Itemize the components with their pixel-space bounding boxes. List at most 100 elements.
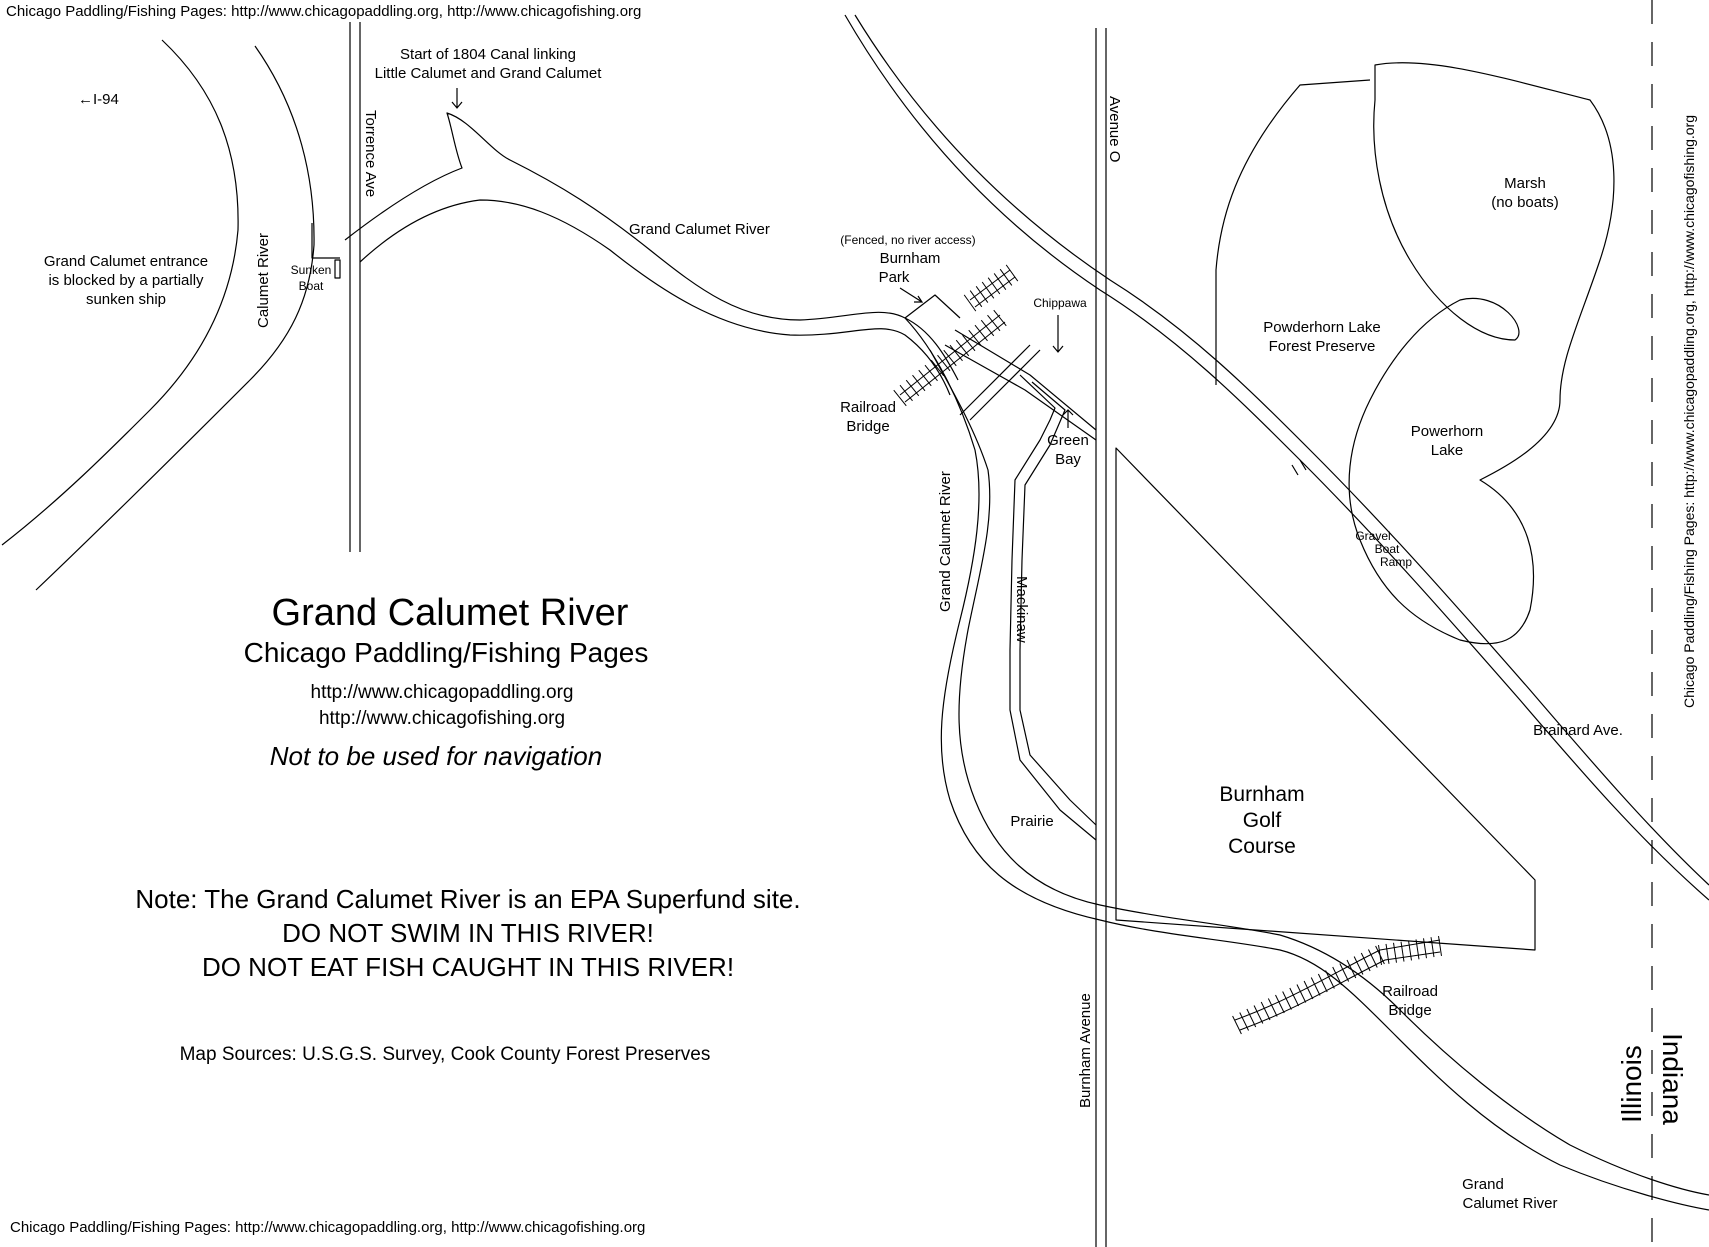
- grand-calumet-river-north-bank: [344, 112, 959, 381]
- grand-calumet-river-label-north: Grand Calumet River: [629, 221, 770, 238]
- sunken-boat-marker: [334, 259, 341, 279]
- header-credit: Chicago Paddling/Fishing Pages: http://w…: [6, 3, 641, 20]
- burnham-park-arrow: [899, 287, 924, 303]
- railroad-tie: [1385, 943, 1390, 964]
- torrence-ave-label: Torrence Ave: [362, 110, 379, 197]
- railroad-tie: [975, 286, 989, 303]
- disclaimer: Not to be used for navigation: [270, 741, 602, 771]
- gravel-ramp-label-3: Ramp: [1380, 555, 1412, 569]
- railroad-tie: [993, 273, 1007, 290]
- indiana-label: Indiana: [1657, 1033, 1688, 1125]
- railroad-tie: [1332, 966, 1342, 986]
- railroad-tie: [999, 268, 1013, 286]
- railroad-tie: [1317, 973, 1328, 993]
- brainard-ave-road: [844, 14, 1709, 901]
- railroad-tie: [943, 349, 957, 367]
- railroad-tie: [987, 314, 1001, 332]
- railroad-tie: [1325, 970, 1335, 989]
- grand-calumet-river-main-west: [904, 317, 1709, 1211]
- entrance-note-1: Grand Calumet entrance: [44, 253, 208, 270]
- marsh-label-2: (no boats): [1491, 194, 1559, 211]
- railroad-tie: [974, 324, 988, 342]
- railroad-tie: [918, 369, 932, 387]
- railroad-tie: [1400, 941, 1405, 962]
- grand-calumet-river-south-bank: [359, 199, 951, 396]
- railroad-tie: [1253, 1005, 1264, 1024]
- canal-start-arrow: [451, 88, 463, 109]
- railroad-tie: [1408, 940, 1412, 961]
- railroad-tie: [1260, 1001, 1271, 1021]
- burnham-park-label-2: Park: [879, 269, 910, 286]
- railroad-tie: [1246, 1008, 1257, 1028]
- railroad-bridge-label-south-2: Bridge: [1388, 1002, 1431, 1019]
- no-swim-warning: DO NOT SWIM IN THIS RIVER!: [282, 918, 654, 948]
- railroad-tie: [1339, 963, 1350, 982]
- railroad-tie: [1275, 994, 1285, 1014]
- forest-preserve-label-1: Powderhorn Lake: [1263, 319, 1381, 336]
- grand-calumet-river-label-south-1: Grand: [1462, 1176, 1504, 1193]
- railroad-tie: [1303, 980, 1314, 1000]
- railroad-tie: [969, 290, 983, 308]
- grand-calumet-river-main-east: [929, 349, 1709, 1196]
- grand-calumet-river-label-south-2: Calumet River: [1462, 1195, 1557, 1212]
- railroad-tie: [924, 364, 938, 382]
- sunken-boat-label-1: Sunken: [291, 263, 332, 277]
- railroad-bridge-label-north-2: Bridge: [846, 418, 889, 435]
- railroad-tie: [1423, 938, 1427, 959]
- burnham-park-fence: [904, 294, 961, 319]
- railroad-tie: [1005, 264, 1019, 282]
- railroad-tie: [899, 384, 913, 402]
- map-title: Grand Calumet River: [272, 592, 629, 634]
- railroad-tie: [1267, 998, 1278, 1017]
- railroad-bridge-label-south-1: Railroad: [1382, 983, 1438, 1000]
- railroad-tie: [1289, 987, 1300, 1007]
- avenue-o-label: Avenue O: [1106, 96, 1123, 162]
- marsh-label-1: Marsh: [1504, 175, 1546, 192]
- railroad-tie: [1282, 991, 1292, 1010]
- footer-credit: Chicago Paddling/Fishing Pages: http://w…: [10, 1219, 645, 1236]
- i94-label: ←I-94: [78, 91, 119, 108]
- chippawa-label: Chippawa: [1033, 296, 1087, 310]
- railroad-tie: [1378, 945, 1382, 965]
- railroad-tie: [1353, 956, 1364, 975]
- fenced-note: (Fenced, no river access): [840, 233, 975, 247]
- railroad-tie: [955, 339, 970, 357]
- railroad-tie: [937, 354, 951, 372]
- brainard-ave-label: Brainard Ave.: [1533, 722, 1623, 739]
- railroad-tie: [1239, 1012, 1249, 1031]
- railroad-tie: [987, 277, 1001, 295]
- forest-preserve-boundary: [1215, 79, 1371, 385]
- golf-course-boundary: [1115, 447, 1536, 951]
- forest-preserve-label-2: Forest Preserve: [1269, 338, 1376, 355]
- superfund-note: Note: The Grand Calumet River is an EPA …: [135, 884, 800, 914]
- marsh-lake-outline: [1348, 62, 1615, 645]
- gravel-ramp-label-1: Gravel: [1355, 529, 1390, 543]
- illinois-label: Illinois: [1616, 1045, 1647, 1123]
- url-fishing: http://www.chicagofishing.org: [319, 708, 565, 729]
- railroad-tie: [1346, 959, 1357, 979]
- golf-course-label-1: Burnham: [1219, 783, 1304, 806]
- gravel-ramp-label-2: Boat: [1375, 542, 1400, 556]
- railroad-track-north: [899, 269, 1016, 403]
- railroad-tie: [930, 359, 945, 377]
- railroad-tie: [981, 281, 995, 299]
- burnham-park-label-1: Burnham: [880, 250, 941, 267]
- sunken-boat-label-2: Boat: [299, 279, 324, 293]
- no-eat-warning: DO NOT EAT FISH CAUGHT IN THIS RIVER!: [202, 952, 734, 982]
- golf-course-label-3: Course: [1228, 835, 1296, 858]
- railroad-tie: [1368, 949, 1378, 968]
- golf-course-label-2: Golf: [1243, 809, 1282, 832]
- mackinaw-label: Mackinaw: [1013, 576, 1030, 643]
- entrance-note-3: sunken ship: [86, 291, 166, 308]
- map-sources: Map Sources: U.S.G.S. Survey, Cook Count…: [180, 1044, 711, 1065]
- canal-label-line2: Little Calumet and Grand Calumet: [375, 65, 603, 82]
- calumet-river-west-bank: [1, 39, 239, 546]
- railroad-tie: [1310, 977, 1321, 996]
- railroad-tie: [962, 334, 976, 352]
- chippawa-arrow: [1052, 315, 1064, 353]
- railroad-tie: [1393, 942, 1397, 963]
- powerhorn-lake-label-1: Powerhorn: [1411, 423, 1484, 440]
- railroad-tie: [1360, 952, 1371, 972]
- side-credit: Chicago Paddling/Fishing Pages: http://w…: [1681, 115, 1697, 708]
- railroad-tie: [893, 389, 907, 407]
